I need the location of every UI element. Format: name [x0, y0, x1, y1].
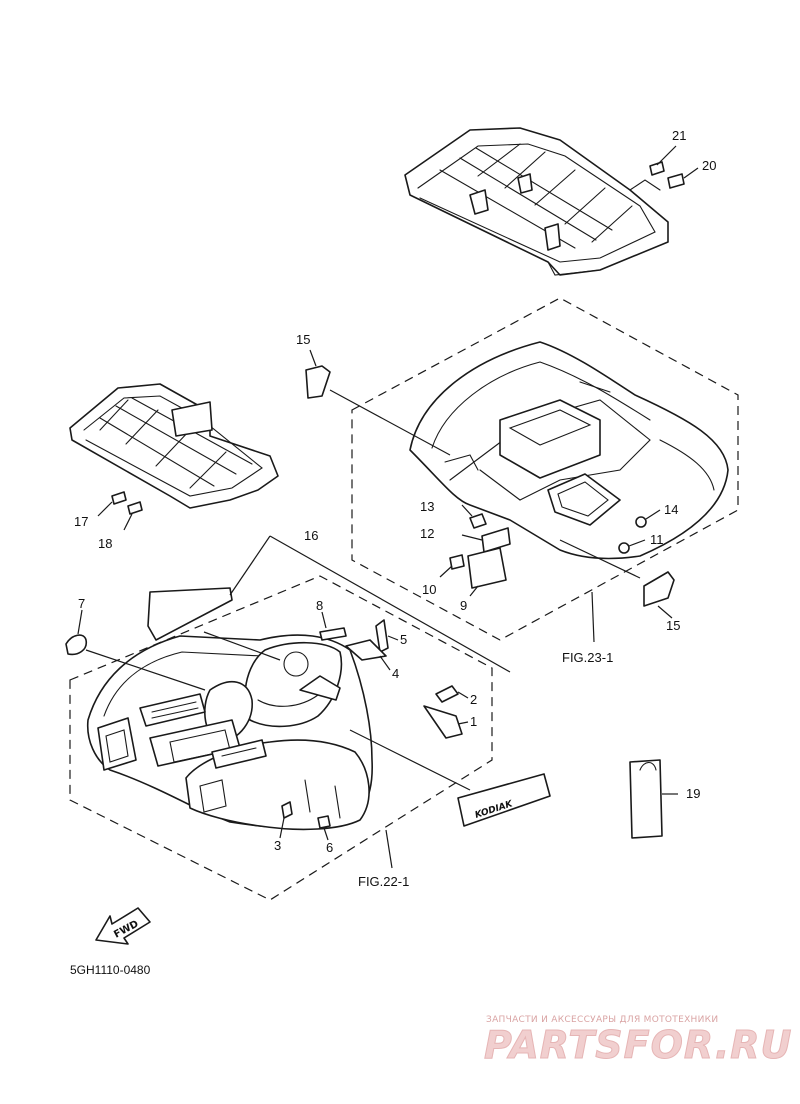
callout-5: 5	[400, 632, 407, 647]
callout-10: 10	[422, 582, 436, 597]
rack-label-20: 20	[667, 158, 716, 189]
callout-11: 11	[650, 532, 664, 547]
fig-ref-23-1: FIG.23-1	[562, 650, 613, 665]
callout-13: 13	[420, 499, 434, 514]
callout-1: 1	[470, 714, 477, 729]
callout-21: 21	[672, 128, 686, 143]
rear-carrier-rack	[404, 127, 669, 276]
rear-fender	[409, 341, 729, 560]
front-rack-labels: 17 18	[74, 491, 143, 551]
callout-15b: 15	[666, 618, 680, 633]
watermark-tagline: ЗАПЧАСТИ И АКСЕССУАРЫ ДЛЯ МОТОТЕХНИКИ	[486, 1015, 718, 1025]
front-fender-parts: 16 7 8 5 4 2 1 3 6 KODIAK FIG.22-1	[65, 528, 551, 889]
callout-8: 8	[316, 598, 323, 613]
rear-fender-group-frame	[351, 297, 739, 641]
front-fender-group-frame	[69, 575, 493, 901]
callout-7: 7	[78, 596, 85, 611]
callout-20: 20	[702, 158, 716, 173]
callout-16: 16	[304, 528, 318, 543]
tag-17: 19	[629, 759, 700, 839]
rack-label-21: 21	[649, 128, 686, 176]
callout-17: 19	[686, 786, 700, 801]
front-carrier-rack	[69, 383, 279, 509]
callout-3: 3	[274, 838, 281, 853]
callout-18: 17	[74, 514, 88, 529]
callout-2: 2	[470, 692, 477, 707]
callout-15a: 15	[296, 332, 310, 347]
rear-fender-parts: 15 13 12 10 9 14 11 15 FIG.23-1	[296, 332, 680, 665]
front-fender	[86, 634, 373, 831]
callout-4: 4	[392, 666, 399, 681]
callout-9: 9	[460, 598, 467, 613]
callout-12: 12	[420, 526, 434, 541]
fig-ref-22-1: FIG.22-1	[358, 874, 409, 889]
callout-19: 18	[98, 536, 112, 551]
drawing-code: 5GH1110-0480	[70, 963, 151, 977]
watermark-logo: PARTSFOR.RU	[484, 1023, 792, 1067]
callout-6: 6	[326, 840, 333, 855]
callout-14: 14	[664, 502, 678, 517]
fwd-arrow-icon: FWD	[95, 907, 151, 945]
